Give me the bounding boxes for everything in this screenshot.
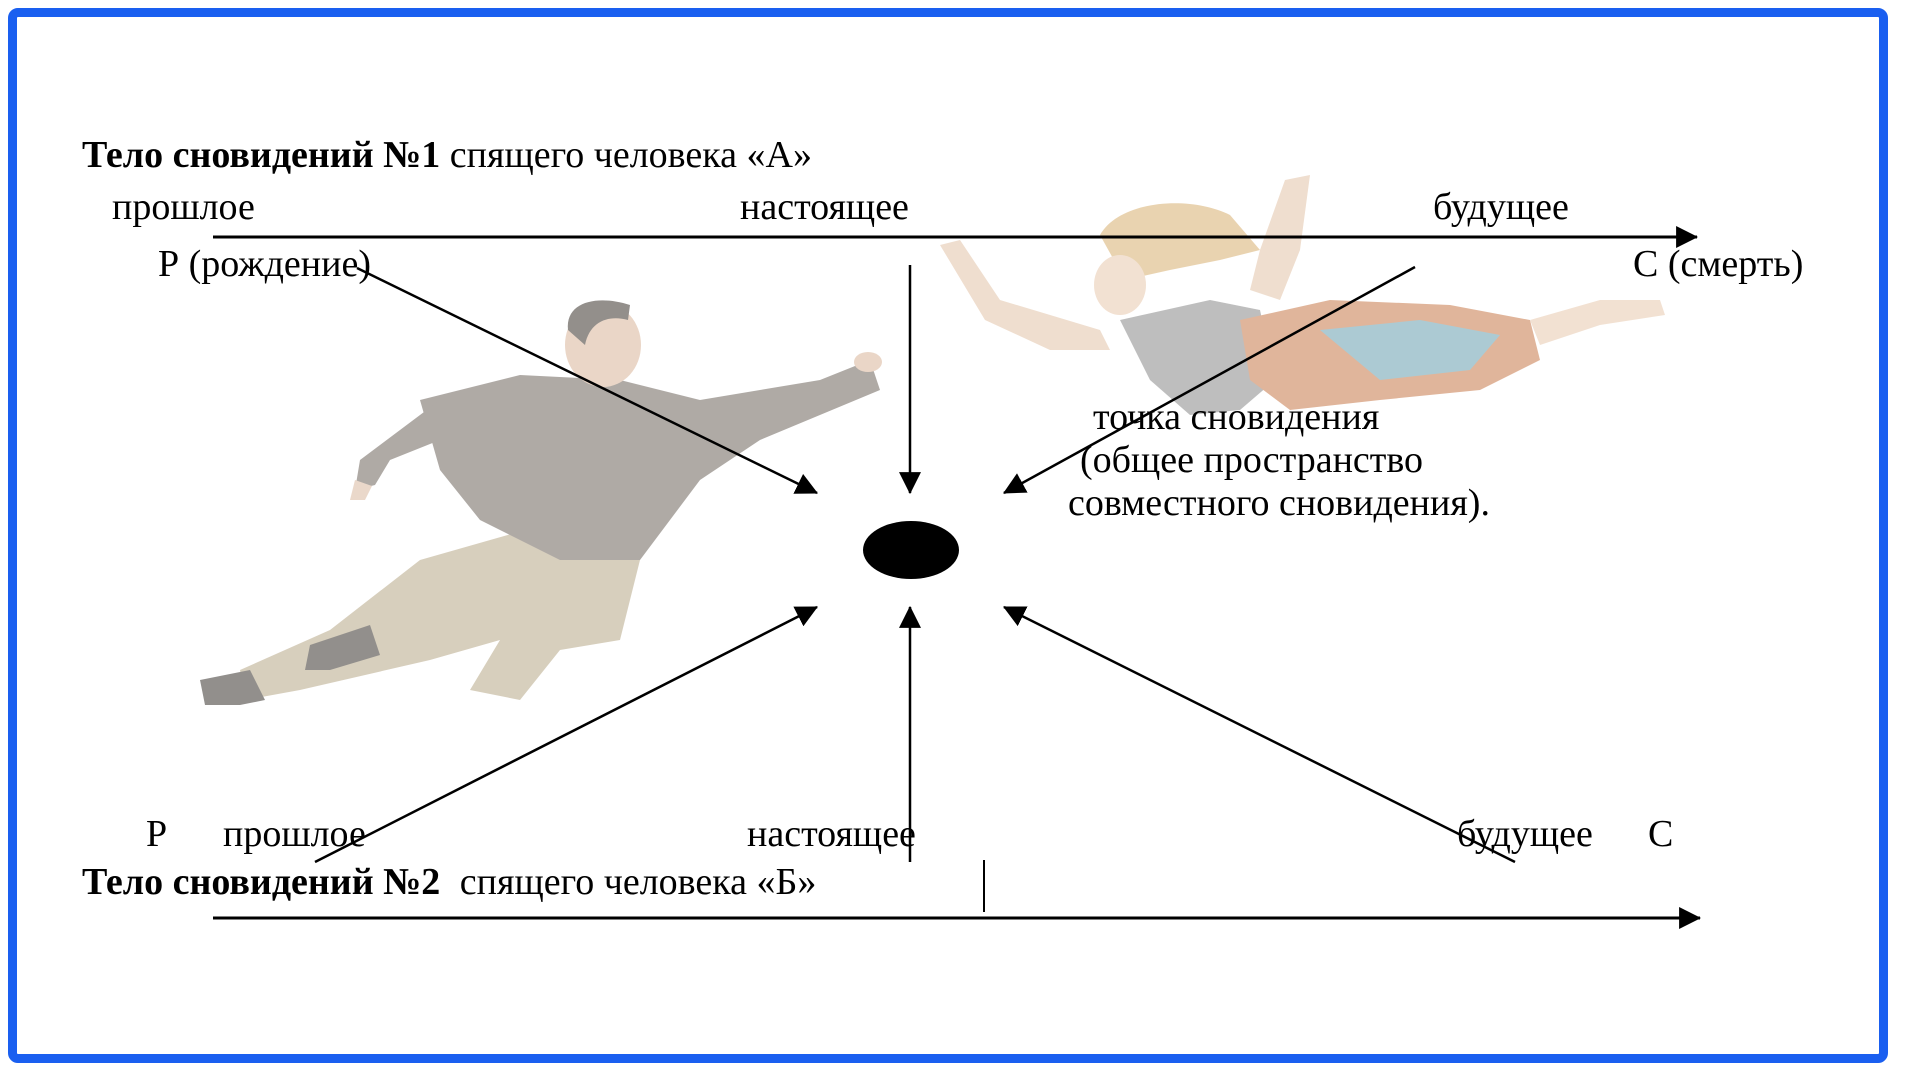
bottom-death-label: С xyxy=(1648,813,1674,855)
top-future-label: будущее xyxy=(1433,186,1569,228)
bottom-body-title-bold: Тело сновидений №2 xyxy=(82,861,441,903)
text-cursor xyxy=(983,860,985,912)
arrow-past-top xyxy=(356,266,818,495)
top-past-label: прошлое xyxy=(112,186,255,228)
bottom-birth-label: Р xyxy=(146,813,168,855)
top-body-title-rest: спящего человека «А» xyxy=(449,134,812,176)
top-body-title-bold: Тело сновидений №1 xyxy=(82,134,441,176)
arrow-future-bottom xyxy=(1003,605,1516,864)
dream-point xyxy=(863,521,959,579)
bottom-body-title: Тело сновидений №2 спящего человека «Б» xyxy=(82,863,816,901)
bottom-present-label: настоящее xyxy=(747,813,916,855)
dream-point-label-line1: точка сновидения xyxy=(1093,396,1380,438)
top-death-label: С (смерть) xyxy=(1633,243,1804,285)
bottom-past-label: прошлое xyxy=(223,813,366,855)
top-body-title: Тело сновидений №1 спящего человека «А» xyxy=(82,136,812,174)
bottom-body-title-rest: спящего человека «Б» xyxy=(459,861,817,903)
dream-point-label-line3: совместного сновидения). xyxy=(1068,482,1490,524)
flying-woman-image xyxy=(940,175,1665,415)
top-birth-label: Р (рождение) xyxy=(158,243,371,285)
arrow-past-bottom xyxy=(314,605,818,864)
arrow-future-top xyxy=(1003,265,1416,495)
top-present-label: настоящее xyxy=(740,186,909,228)
flying-man-image xyxy=(200,300,882,705)
bottom-future-label: будущее xyxy=(1457,813,1593,855)
dream-point-label-line2: (общее пространство xyxy=(1080,439,1424,481)
